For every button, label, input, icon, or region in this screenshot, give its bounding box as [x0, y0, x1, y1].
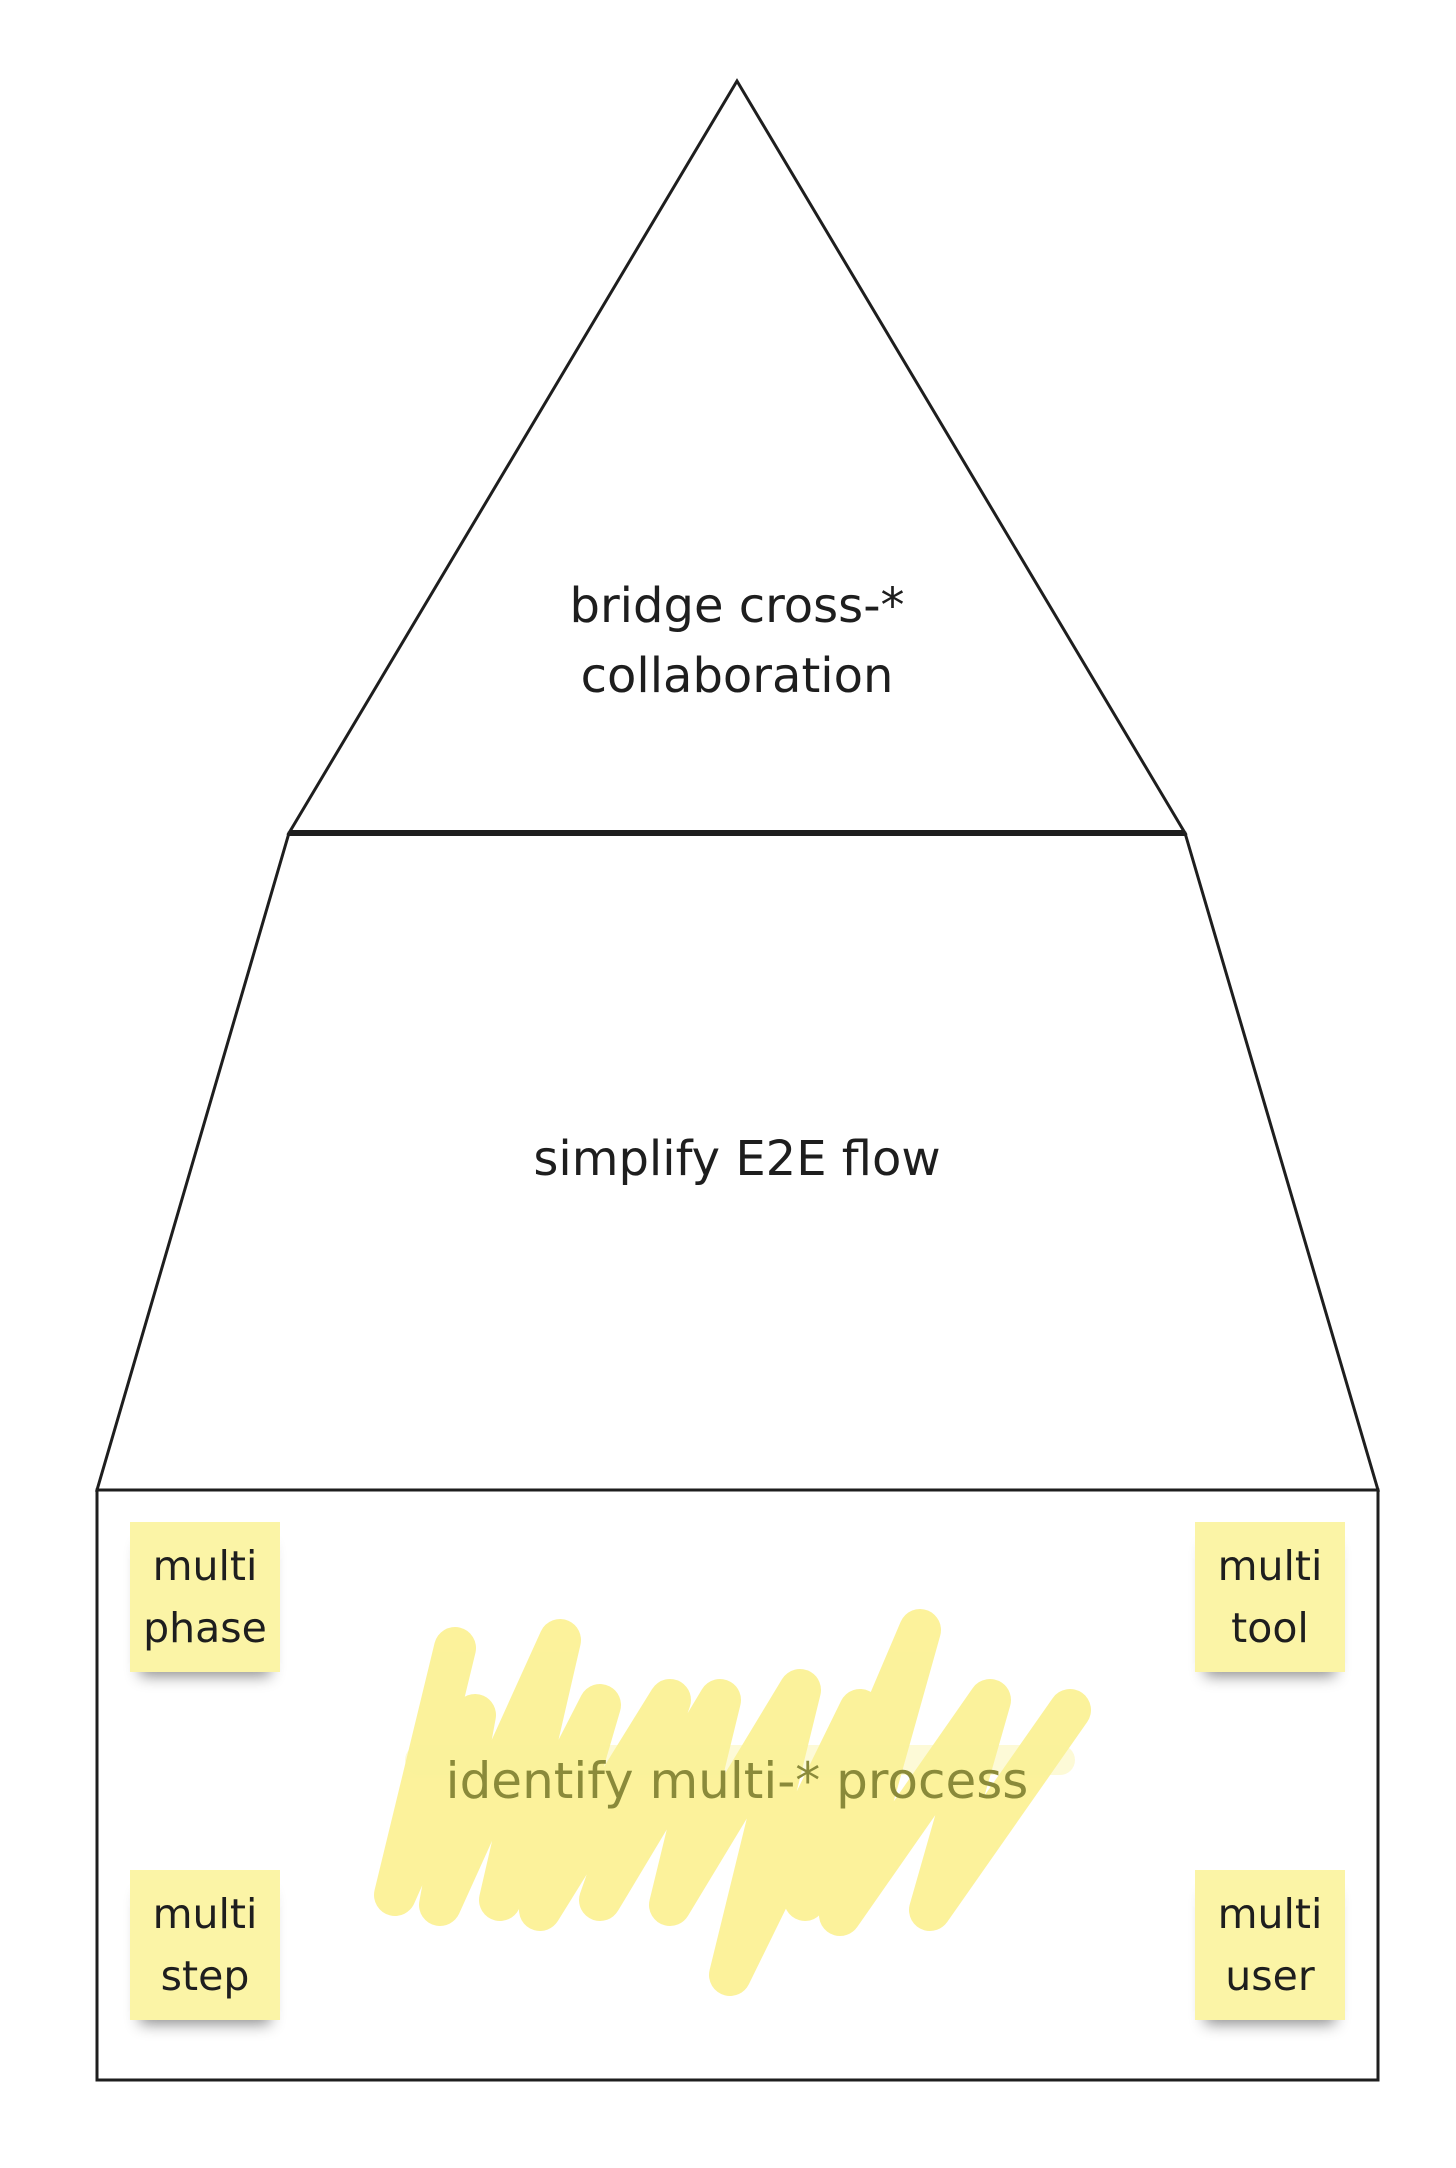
sticky-note-multi-phase[interactable]: multi phase [130, 1522, 280, 1672]
top-level-label-line2: collaboration [581, 648, 894, 704]
sticky-note-line1: multi [152, 1890, 258, 1938]
sticky-note-line1: multi [1217, 1542, 1323, 1590]
base-level-label: identify multi-* process [446, 1752, 1029, 1810]
sticky-note-line1: multi [152, 1542, 258, 1590]
sticky-note-line2: step [160, 1952, 250, 2000]
sticky-note-line2: phase [143, 1604, 267, 1652]
sticky-note-multi-step[interactable]: multi step [130, 1870, 280, 2020]
pyramid-top-triangle[interactable] [286, 78, 1188, 835]
highlighter-scribble [374, 1609, 1091, 1996]
sticky-note-line2: user [1225, 1952, 1315, 2000]
sticky-note-multi-user[interactable]: multi user [1195, 1870, 1345, 2020]
sticky-note-line2: tool [1231, 1604, 1309, 1652]
sticky-note-line1: multi [1217, 1890, 1323, 1938]
top-level-label-line1: bridge cross-* [569, 578, 904, 634]
sticky-note-multi-tool[interactable]: multi tool [1195, 1522, 1345, 1672]
middle-level-label: simplify E2E flow [533, 1131, 940, 1187]
